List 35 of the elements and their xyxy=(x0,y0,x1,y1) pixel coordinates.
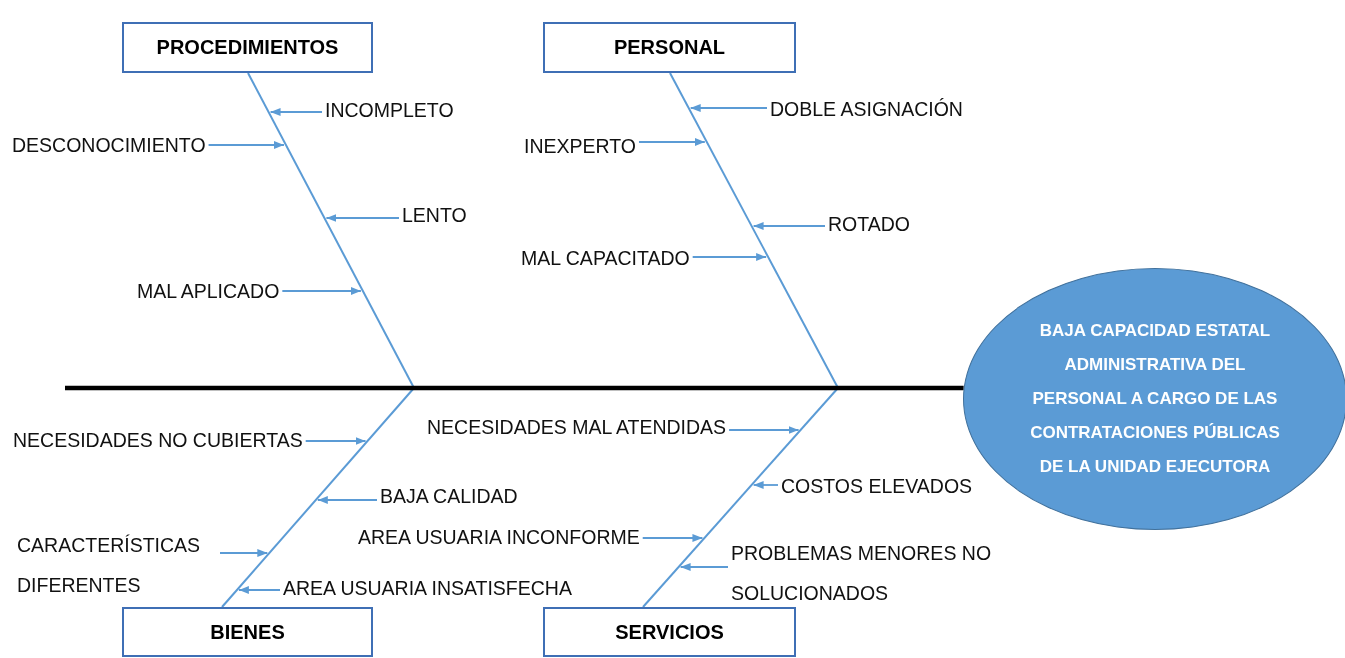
arrow xyxy=(325,214,400,222)
arrow xyxy=(304,437,367,445)
arrow xyxy=(641,534,704,542)
cause-label: ROTADO xyxy=(828,205,910,243)
cause-label: DOBLE ASIGNACIÓN xyxy=(770,90,963,128)
arrow xyxy=(689,104,768,112)
cause-label: DESCONOCIMIENTO xyxy=(12,126,206,164)
arrow xyxy=(728,426,800,434)
category-box: BIENES xyxy=(122,607,373,657)
arrow xyxy=(316,496,378,504)
arrow xyxy=(238,586,281,594)
cause-label: AREA USUARIA INSATISFECHA xyxy=(283,569,572,607)
arrow xyxy=(752,222,826,230)
cause-label: INEXPERTO xyxy=(524,127,636,165)
arrow xyxy=(679,563,729,571)
cause-label: MAL CAPACITADO xyxy=(521,239,690,277)
cause-label: NECESIDADES MAL ATENDIDAS xyxy=(427,408,727,446)
arrow xyxy=(691,253,768,261)
spine-line xyxy=(65,385,964,391)
cause-label: CARACTERÍSTICAS DIFERENTES xyxy=(17,525,217,605)
category-box: SERVICIOS xyxy=(543,607,796,657)
cause-label: NECESIDADES NO CUBIERTAS xyxy=(13,421,303,459)
cause-label: MAL APLICADO xyxy=(137,272,280,310)
cause-label: AREA USUARIA INCONFORME xyxy=(358,518,640,556)
cause-label: INCOMPLETO xyxy=(325,91,454,129)
arrow xyxy=(281,287,362,295)
arrow xyxy=(752,481,779,489)
arrow xyxy=(269,108,323,116)
arrow xyxy=(219,549,269,557)
cause-label: LENTO xyxy=(402,196,467,234)
category-box: PROCEDIMIENTOS xyxy=(122,22,373,73)
category-box: PERSONAL xyxy=(543,22,796,73)
arrow xyxy=(207,141,285,149)
arrow xyxy=(638,138,706,146)
cause-label: BAJA CALIDAD xyxy=(380,477,518,515)
